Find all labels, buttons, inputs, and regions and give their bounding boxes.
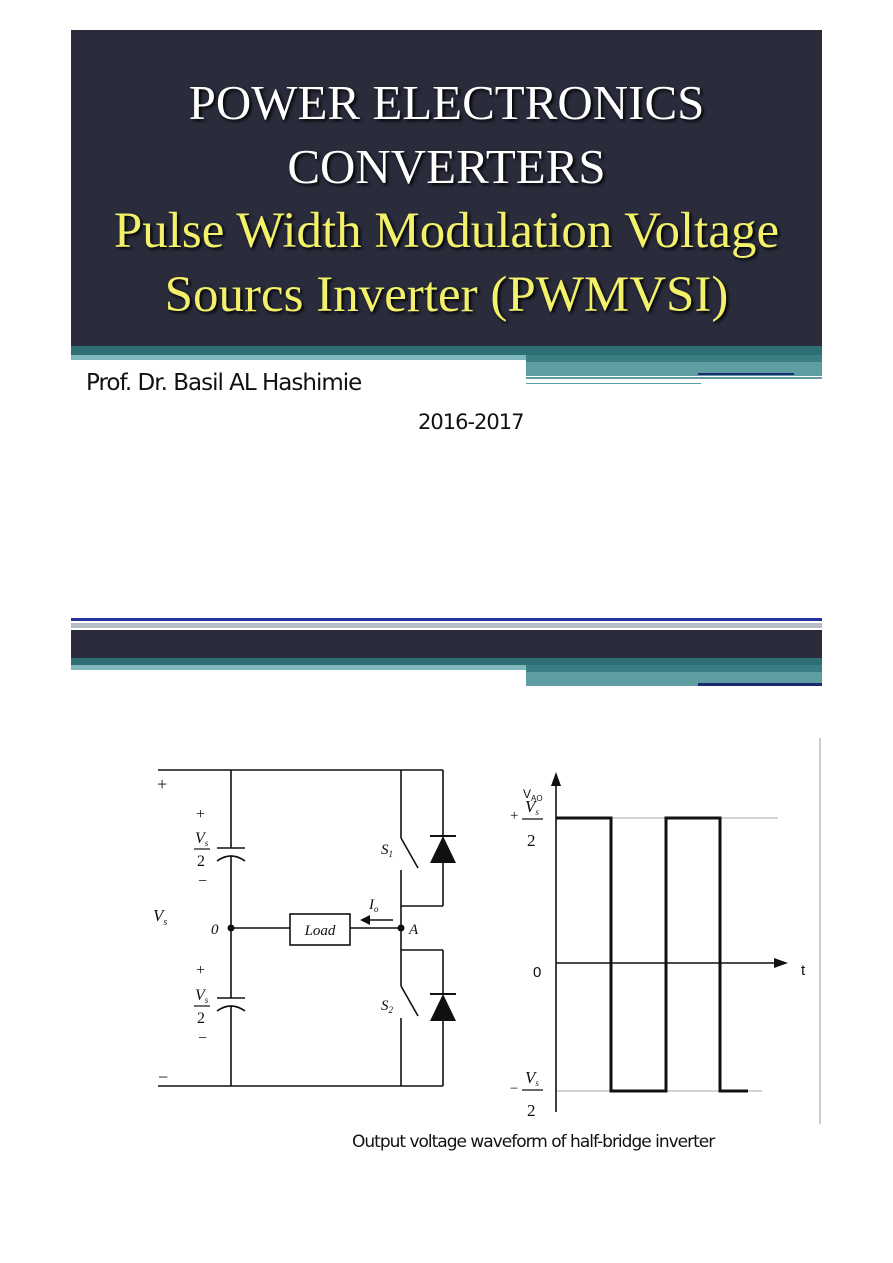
decorative-line [71,623,822,628]
title-line-1: POWER ELECTRONICS [188,75,705,130]
node-o-label: 0 [211,922,219,938]
output-waveform: VAO t 0 + Vs 2 − Vs 2 [510,738,821,1124]
y-axis-label: VAO [523,787,543,803]
slide-header-bar [71,630,822,658]
decorative-band [526,355,822,362]
cap-bottom-numerator: Vs [195,987,209,1005]
plus-top-label: + [157,774,167,794]
waveform-labels: VAO t 0 [523,787,806,981]
half-bridge-circuit [158,769,456,1087]
x-axis-arrowhead [774,958,788,968]
top-level-numerator: Vs [525,797,539,817]
figure-caption: Output voltage waveform of half-bridge i… [352,1132,715,1152]
decorative-band [71,665,526,670]
decorative-band [71,355,526,360]
title-line-4: Sourcs Inverter (PWMVSI) [164,267,729,323]
cap-top-minus: − [198,873,207,890]
switch-s2-blade [400,985,419,1017]
circuit-solids [227,836,456,1021]
decorative-line [698,683,822,686]
load-label: Load [304,923,336,939]
node-o-dot [227,924,235,932]
title-line-3: Pulse Width Modulation Voltage [113,203,780,259]
diode-d2-triangle [430,994,456,1021]
current-label: Io [368,897,379,914]
decorative-band [71,346,822,355]
author-name: Prof. Dr. Basil AL Hashimie [86,370,362,396]
switch-s1-blade [400,837,419,869]
academic-years: 2016-2017 [418,410,524,434]
decorative-band [526,362,822,376]
top-level-denominator: 2 [527,831,536,850]
current-arrowhead [360,915,370,925]
decorative-line [526,377,822,379]
zero-label: 0 [533,964,541,981]
bottom-level-sign: − [510,1081,518,1097]
vs-label: Vs [153,906,167,928]
node-a-label: A [408,922,419,938]
load-box [289,913,351,946]
title-panel: POWER ELECTRONICS CONVERTERS Pulse Width… [71,30,822,346]
bottom-level-numerator: Vs [525,1068,539,1088]
level-labels: + Vs 2 − Vs 2 [510,797,543,1120]
decorative-band [526,665,822,672]
cap-bottom-minus: − [198,1030,207,1047]
top-level-sign: + [510,808,518,824]
cap-top-numerator: Vs [195,830,209,848]
decorative-line [71,618,822,621]
switch-s1-label: S1 [381,842,393,859]
cap-bottom-denominator: 2 [197,1010,205,1027]
diode-d1-triangle [430,836,456,863]
title-line-2: CONVERTERS [287,139,606,194]
cap-top-plus: + [196,806,205,823]
cap-bottom-plus: + [196,962,205,979]
x-axis-label: t [801,962,806,979]
decorative-band [71,658,822,665]
cap-top-denominator: 2 [197,853,205,870]
decorative-line [698,373,794,375]
waveform-trace [556,816,748,1093]
minus-bottom-label: − [158,1067,168,1087]
node-a-dot [397,924,405,932]
bottom-level-denominator: 2 [527,1101,536,1120]
switch-s2-label: S2 [381,998,394,1015]
circuit-labels: + − Vs + Vs 2 − + Vs 2 − 0 Load Io A S1 … [153,774,419,1087]
decorative-line [526,383,701,384]
y-axis-arrowhead [551,772,561,786]
decorative-band [526,672,822,686]
